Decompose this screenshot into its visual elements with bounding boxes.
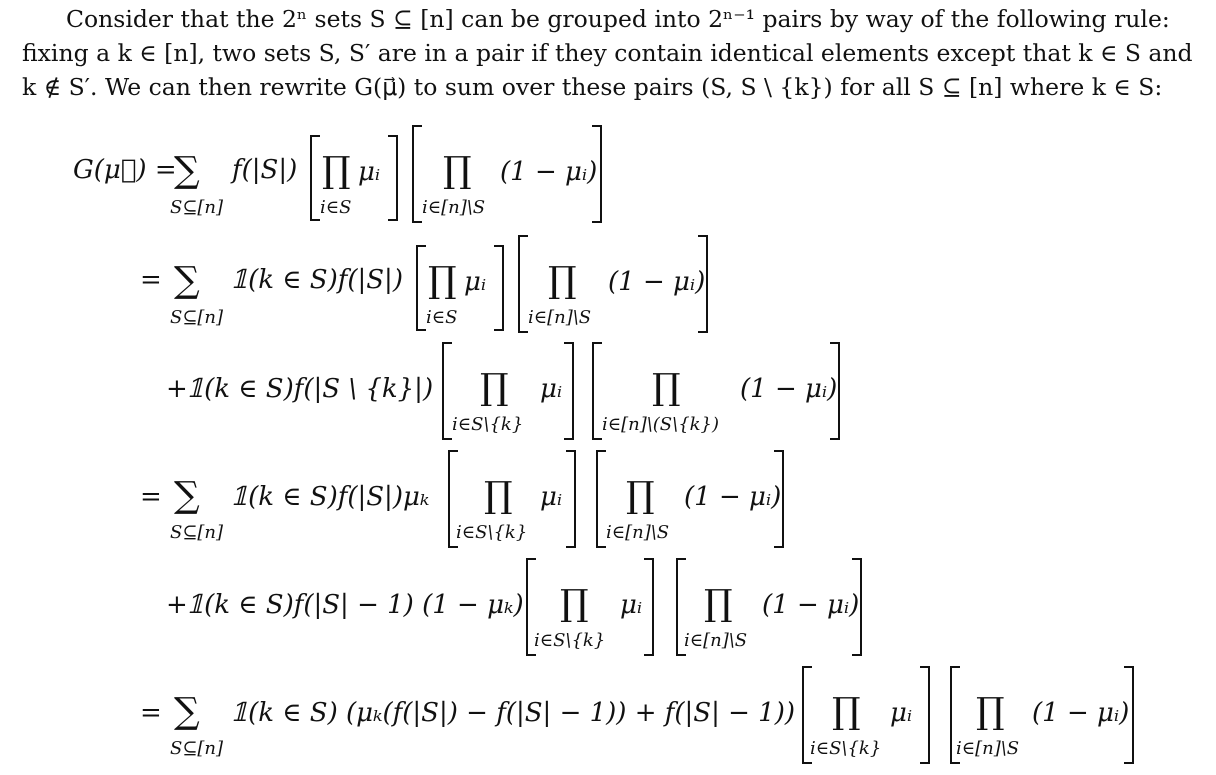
equation-row-6: = ∑ S⊆[n] 𝟙(k ∈ S) (μₖ(f(|S|) − f(|S| − … bbox=[0, 666, 1216, 766]
one-minus-mu: (1 − μᵢ) bbox=[608, 267, 706, 297]
right-bracket bbox=[566, 450, 576, 548]
left-bracket bbox=[442, 342, 452, 440]
left-bracket bbox=[802, 666, 812, 764]
left-bracket bbox=[448, 450, 458, 548]
equation-row-1: G(μ⃗) = ∑ S⊆[n] f(|S|) ∏ μᵢ i∈S ∏ (1 − μ… bbox=[0, 125, 1216, 225]
right-bracket bbox=[852, 558, 862, 656]
sum-symbol: ∑ bbox=[174, 691, 200, 732]
right-bracket bbox=[830, 342, 840, 440]
product-symbol: ∏ bbox=[976, 691, 1005, 732]
one-minus-mu: (1 − μᵢ) bbox=[762, 590, 860, 620]
equals-sign: = bbox=[140, 698, 162, 728]
product-subscript: i∈[n]\(S\{k}) bbox=[602, 414, 720, 435]
right-bracket bbox=[494, 245, 504, 331]
term: 𝟙(k ∈ S)f(|S \ {k}|) bbox=[186, 374, 434, 404]
equation-row-5: + 𝟙(k ∈ S)f(|S| − 1) (1 − μₖ) ∏ μᵢ i∈S\{… bbox=[0, 558, 1216, 658]
product-subscript: i∈[n]\S bbox=[422, 197, 486, 218]
product-subscript: i∈S bbox=[426, 307, 458, 328]
term: 𝟙(k ∈ S)f(|S| − 1) (1 − μₖ) bbox=[186, 590, 524, 620]
intro-paragraph: Consider that the 2ⁿ sets S ⊆ [n] can be… bbox=[22, 2, 1194, 104]
sum-subscript: S⊆[n] bbox=[170, 197, 224, 218]
right-bracket bbox=[592, 125, 602, 223]
paragraph-line-1: Consider that the 2ⁿ sets S ⊆ [n] can be… bbox=[66, 5, 1170, 33]
plus-sign: + bbox=[166, 590, 188, 620]
equation-lhs: G(μ⃗) = bbox=[73, 155, 177, 185]
paragraph-line-3: k ∉ S′. We can then rewrite G(μ⃗) to sum… bbox=[22, 73, 1163, 101]
mu-term: μᵢ bbox=[464, 267, 487, 297]
paragraph-line-2: fixing a k ∈ [n], two sets S, S′ are in … bbox=[22, 39, 1193, 67]
left-bracket bbox=[518, 235, 528, 333]
one-minus-mu: (1 − μᵢ) bbox=[500, 157, 598, 187]
right-bracket bbox=[388, 135, 398, 221]
left-bracket bbox=[596, 450, 606, 548]
right-bracket bbox=[920, 666, 930, 764]
equation-row-3: + 𝟙(k ∈ S)f(|S \ {k}|) ∏ μᵢ i∈S\{k} ∏ (1… bbox=[0, 342, 1216, 442]
product-symbol: ∏ bbox=[322, 150, 351, 191]
mu-term: μᵢ bbox=[890, 698, 913, 728]
sum-subscript: S⊆[n] bbox=[170, 738, 224, 759]
product-symbol: ∏ bbox=[626, 475, 655, 516]
left-bracket bbox=[676, 558, 686, 656]
product-subscript: i∈S\{k} bbox=[456, 522, 528, 543]
product-subscript: i∈S\{k} bbox=[452, 414, 524, 435]
mu-term: μᵢ bbox=[620, 590, 643, 620]
product-symbol: ∏ bbox=[652, 367, 681, 408]
product-symbol: ∏ bbox=[443, 150, 472, 191]
mu-term: μᵢ bbox=[540, 482, 563, 512]
sum-subscript: S⊆[n] bbox=[170, 307, 224, 328]
sum-symbol: ∑ bbox=[174, 260, 200, 301]
equals-sign: = bbox=[140, 482, 162, 512]
product-symbol: ∏ bbox=[704, 583, 733, 624]
sum-symbol: ∑ bbox=[174, 475, 200, 516]
plus-sign: + bbox=[166, 374, 188, 404]
sum-symbol: ∑ bbox=[174, 150, 200, 191]
term: f(|S|) bbox=[232, 155, 298, 185]
one-minus-mu: (1 − μᵢ) bbox=[740, 374, 838, 404]
right-bracket bbox=[698, 235, 708, 333]
product-subscript: i∈S\{k} bbox=[534, 630, 606, 651]
term: 𝟙(k ∈ S)f(|S|) bbox=[230, 265, 403, 295]
right-bracket bbox=[774, 450, 784, 548]
right-bracket bbox=[564, 342, 574, 440]
product-subscript: i∈S bbox=[320, 197, 352, 218]
product-subscript: i∈S\{k} bbox=[810, 738, 882, 759]
left-bracket bbox=[412, 125, 422, 223]
product-symbol: ∏ bbox=[480, 367, 509, 408]
left-bracket bbox=[416, 245, 426, 331]
mu-term: μᵢ bbox=[540, 374, 563, 404]
one-minus-mu: (1 − μᵢ) bbox=[684, 482, 782, 512]
left-bracket bbox=[310, 135, 320, 221]
product-subscript: i∈[n]\S bbox=[528, 307, 592, 328]
mu-term: μᵢ bbox=[358, 157, 381, 187]
product-symbol: ∏ bbox=[548, 260, 577, 301]
term: 𝟙(k ∈ S) (μₖ(f(|S|) − f(|S| − 1)) + f(|S… bbox=[230, 698, 796, 728]
product-symbol: ∏ bbox=[428, 260, 457, 301]
equation-row-2: = ∑ S⊆[n] 𝟙(k ∈ S)f(|S|) ∏ μᵢ i∈S ∏ (1 −… bbox=[0, 235, 1216, 335]
one-minus-mu: (1 − μᵢ) bbox=[1032, 698, 1130, 728]
equals-sign: = bbox=[140, 265, 162, 295]
sum-subscript: S⊆[n] bbox=[170, 522, 224, 543]
right-bracket bbox=[644, 558, 654, 656]
product-subscript: i∈[n]\S bbox=[606, 522, 670, 543]
product-symbol: ∏ bbox=[560, 583, 589, 624]
product-subscript: i∈[n]\S bbox=[684, 630, 748, 651]
product-symbol: ∏ bbox=[832, 691, 861, 732]
right-bracket bbox=[1124, 666, 1134, 764]
product-symbol: ∏ bbox=[484, 475, 513, 516]
equation-row-4: = ∑ S⊆[n] 𝟙(k ∈ S)f(|S|)μₖ ∏ μᵢ i∈S\{k} … bbox=[0, 450, 1216, 550]
left-bracket bbox=[526, 558, 536, 656]
product-subscript: i∈[n]\S bbox=[956, 738, 1020, 759]
left-bracket bbox=[592, 342, 602, 440]
left-bracket bbox=[950, 666, 960, 764]
term: 𝟙(k ∈ S)f(|S|)μₖ bbox=[230, 482, 430, 512]
